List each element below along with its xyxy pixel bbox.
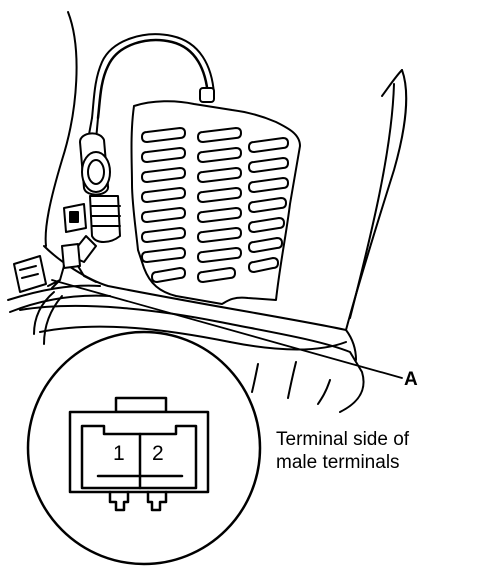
connector-caption: Terminal side of male terminals	[276, 428, 476, 474]
male-connector	[68, 396, 210, 512]
control-unit	[47, 132, 121, 289]
caption-line-2: male terminals	[276, 452, 400, 473]
seat-cushion	[19, 304, 365, 413]
caption-line-1: Terminal side of	[276, 429, 410, 450]
detail-view: 1 2	[26, 330, 262, 566]
pin-label-2: 2	[152, 442, 164, 465]
pin-label-1: 1	[113, 442, 125, 465]
heater-pad	[130, 100, 301, 305]
callout-leader-line	[51, 279, 403, 379]
callout-label-a: A	[404, 369, 418, 390]
heater-pad-slots	[141, 127, 289, 283]
wire-harness	[87, 33, 215, 141]
magnifier-lines	[33, 291, 63, 345]
seat-frame-connector	[7, 255, 111, 313]
